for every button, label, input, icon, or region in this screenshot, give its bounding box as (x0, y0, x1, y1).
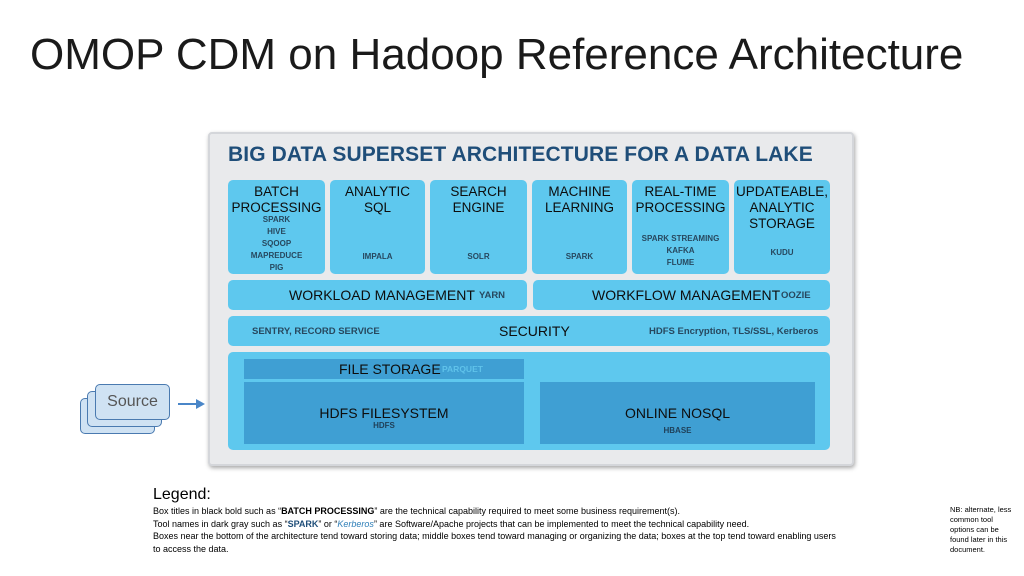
tool-name: FLUME (666, 258, 695, 267)
source-label: Source (107, 393, 158, 410)
legend-line: to access the data. (153, 543, 229, 554)
capability-title: SEARCH ENGINE (430, 184, 527, 216)
capability-updateable-analytic-storage: UPDATEABLE, ANALYTIC STORAGE KUDU (734, 180, 830, 274)
workflow-tool: OOZIE (781, 290, 811, 301)
legend-text-segment: Box titles in black bold such as “ (153, 506, 282, 516)
source-arrow-icon (178, 399, 205, 409)
capability-machine-learning: MACHINE LEARNING SPARK (532, 180, 627, 274)
nb-note: NB: alternate, less common tool options … (950, 505, 1012, 554)
online-nosql-box: ONLINE NOSQL HBASE (540, 382, 815, 444)
security-right-tools: HDFS Encryption, TLS/SSL, Kerberos (649, 326, 819, 337)
capability-title-line: PROCESSING (231, 200, 322, 215)
tool-name: SPARK (565, 252, 594, 261)
capability-title-line: ANALYTIC (749, 200, 815, 215)
capability-title-line: ANALYTIC (344, 184, 410, 199)
capability-tools: SPARK HIVE SQOOP MAPREDUCE PIG (228, 214, 325, 274)
tool-name: IMPALA (362, 252, 393, 261)
capability-title-line: STORAGE (749, 216, 815, 231)
legend-tool-example: SPARK (287, 518, 319, 529)
capability-title: REAL-TIME PROCESSING (632, 184, 729, 216)
legend-line: Tool names in dark gray such as “SPARK” … (153, 518, 923, 531)
capability-title-line: ENGINE (452, 200, 505, 215)
legend-bold-example: BATCH PROCESSING (281, 506, 375, 516)
online-nosql-label: ONLINE NOSQL (624, 405, 731, 421)
legend-line: Boxes near the bottom of the architectur… (153, 531, 836, 541)
legend-title: Legend: (153, 486, 211, 503)
capability-title-line: UPDATEABLE, (735, 184, 829, 199)
capability-title-line: MACHINE (548, 184, 611, 199)
hdfs-filesystem-label: HDFS FILESYSTEM (319, 405, 449, 421)
tool-name: SOLR (467, 252, 490, 261)
workload-management-box: WORKLOAD MANAGEMENT YARN (228, 280, 527, 310)
workflow-management-label: WORKFLOW MANAGEMENT (592, 287, 781, 303)
capability-real-time-processing: REAL-TIME PROCESSING SPARK STREAMING KAF… (632, 180, 729, 274)
legend-line: Box titles in black bold such as “BATCH … (153, 505, 923, 518)
capability-title: UPDATEABLE, ANALYTIC STORAGE (734, 184, 830, 232)
panel-title: BIG DATA SUPERSET ARCHITECTURE FOR A DAT… (228, 143, 813, 166)
hdfs-filesystem-box: HDFS FILESYSTEM HDFS (244, 382, 524, 444)
capability-title-line: BATCH (254, 184, 299, 199)
tool-name: PIG (269, 263, 284, 272)
tool-name: SQOOP (261, 239, 292, 248)
capability-title-line: SEARCH (450, 184, 507, 199)
capability-tools: IMPALA (330, 251, 425, 263)
capability-title-line: PROCESSING (635, 200, 726, 215)
file-storage-label: FILE STORAGE (339, 361, 441, 377)
capability-title: BATCH PROCESSING (228, 184, 325, 216)
capability-tools: KUDU (734, 247, 830, 259)
capability-search-engine: SEARCH ENGINE SOLR (430, 180, 527, 274)
workload-management-label: WORKLOAD MANAGEMENT (289, 287, 475, 303)
capability-title-line: REAL-TIME (644, 184, 717, 199)
capability-title: ANALYTIC SQL (330, 184, 425, 216)
legend-text-segment: ” are the technical capability required … (374, 506, 681, 516)
tool-name: HIVE (267, 227, 286, 236)
capability-title: MACHINE LEARNING (532, 184, 627, 216)
legend-text-segment: ” are Software/Apache projects that can … (373, 518, 750, 529)
capability-title-line: SQL (363, 200, 391, 215)
security-label: SECURITY (499, 323, 570, 339)
tool-name: SPARK STREAMING (641, 234, 720, 243)
workload-tool: YARN (479, 290, 506, 301)
legend-text-segment: ” or “ (318, 518, 338, 529)
hdfs-tool: HDFS (373, 421, 395, 430)
tool-name: KAFKA (666, 246, 695, 255)
capability-tools: SPARK (532, 251, 627, 263)
capability-batch-processing: BATCH PROCESSING SPARK HIVE SQOOP MAPRED… (228, 180, 325, 274)
capability-tools: SPARK STREAMING KAFKA FLUME (632, 233, 729, 269)
legend-text: Box titles in black bold such as “BATCH … (153, 505, 923, 555)
legend-tool-example: Kerberos (337, 518, 374, 529)
tool-name: SPARK (262, 215, 291, 224)
workflow-management-box: WORKFLOW MANAGEMENT OOZIE (533, 280, 830, 310)
security-left-tools: SENTRY, RECORD SERVICE (252, 326, 380, 337)
slide-title: OMOP CDM on Hadoop Reference Architectur… (30, 30, 964, 79)
source-card: Source (95, 384, 170, 420)
legend-text-segment: Tool names in dark gray such as “ (153, 518, 288, 529)
security-box: SENTRY, RECORD SERVICE SECURITY HDFS Enc… (228, 316, 830, 346)
tool-name: MAPREDUCE (250, 251, 303, 260)
hbase-tool: HBASE (663, 426, 692, 435)
capability-analytic-sql: ANALYTIC SQL IMPALA (330, 180, 425, 274)
capability-title-line: LEARNING (544, 200, 615, 215)
capability-tools: SOLR (430, 251, 527, 263)
file-storage-box: FILE STORAGE PARQUET (244, 359, 524, 379)
file-storage-tool: PARQUET (442, 364, 483, 374)
tool-name: KUDU (770, 248, 794, 257)
